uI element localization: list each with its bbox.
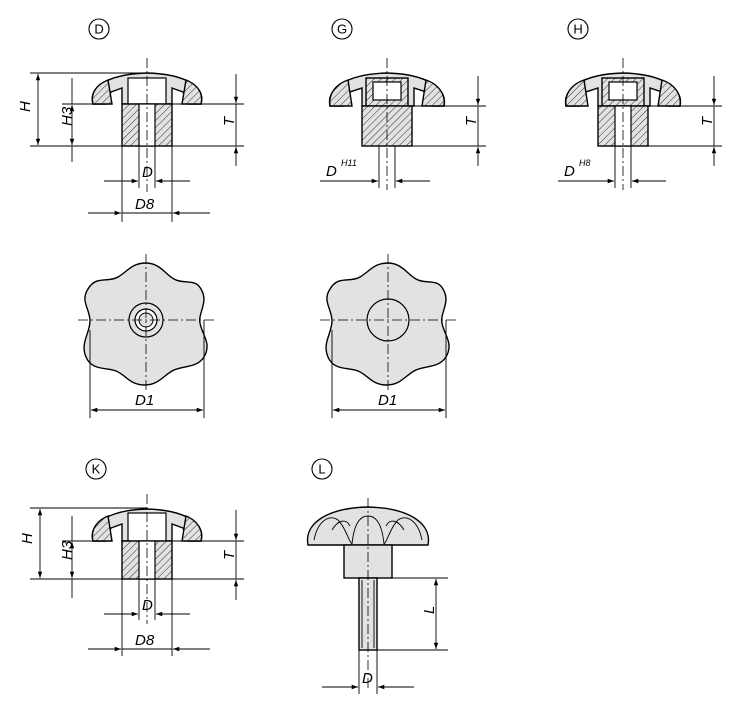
dim-d8: D8 xyxy=(135,196,155,213)
dim-t: T xyxy=(221,115,238,126)
svg-text:D: D xyxy=(94,22,103,37)
variant-h-side-view: H D H8 T xyxy=(558,18,722,190)
dim-t-g: T xyxy=(463,115,480,126)
top-view-plain: D1 xyxy=(320,254,456,418)
variant-l-label: L xyxy=(311,458,333,480)
dim-h: H xyxy=(17,101,34,112)
dim-d-h11: D xyxy=(326,163,337,180)
dim-d-k: D xyxy=(142,597,153,614)
top-view-threaded: D1 xyxy=(78,254,214,418)
dim-h3: H3 xyxy=(59,106,76,126)
variant-k-side-view: K H H3 T D D8 xyxy=(19,458,244,656)
variant-d-side-view: D H H3 T D D8 xyxy=(17,18,244,222)
svg-text:L: L xyxy=(318,462,325,477)
dim-t-k: T xyxy=(221,549,238,560)
variant-d-label: D xyxy=(88,18,110,40)
dim-h3-k: H3 xyxy=(59,540,76,560)
svg-text:G: G xyxy=(337,22,347,37)
variant-g-label: G xyxy=(331,18,353,40)
dim-d1-plain: D1 xyxy=(378,392,397,409)
svg-text:K: K xyxy=(92,462,101,477)
variant-g-side-view: G D H11 T xyxy=(320,18,486,190)
variant-k-label: K xyxy=(85,458,107,480)
dim-l: L xyxy=(421,606,438,614)
dim-h-k: H xyxy=(19,533,36,544)
variant-l-side-view: L L D xyxy=(306,458,448,694)
variant-h-label: H xyxy=(567,18,589,40)
dim-d1: D1 xyxy=(135,392,154,409)
tolerance-h8: H8 xyxy=(579,158,591,168)
dim-d-l: D xyxy=(362,670,373,687)
dim-d: D xyxy=(142,164,153,181)
dim-t-h: T xyxy=(699,115,716,126)
tolerance-h11: H11 xyxy=(341,158,357,168)
dim-d-h8: D xyxy=(564,163,575,180)
dim-d8-k: D8 xyxy=(135,632,155,649)
svg-text:H: H xyxy=(573,22,582,37)
